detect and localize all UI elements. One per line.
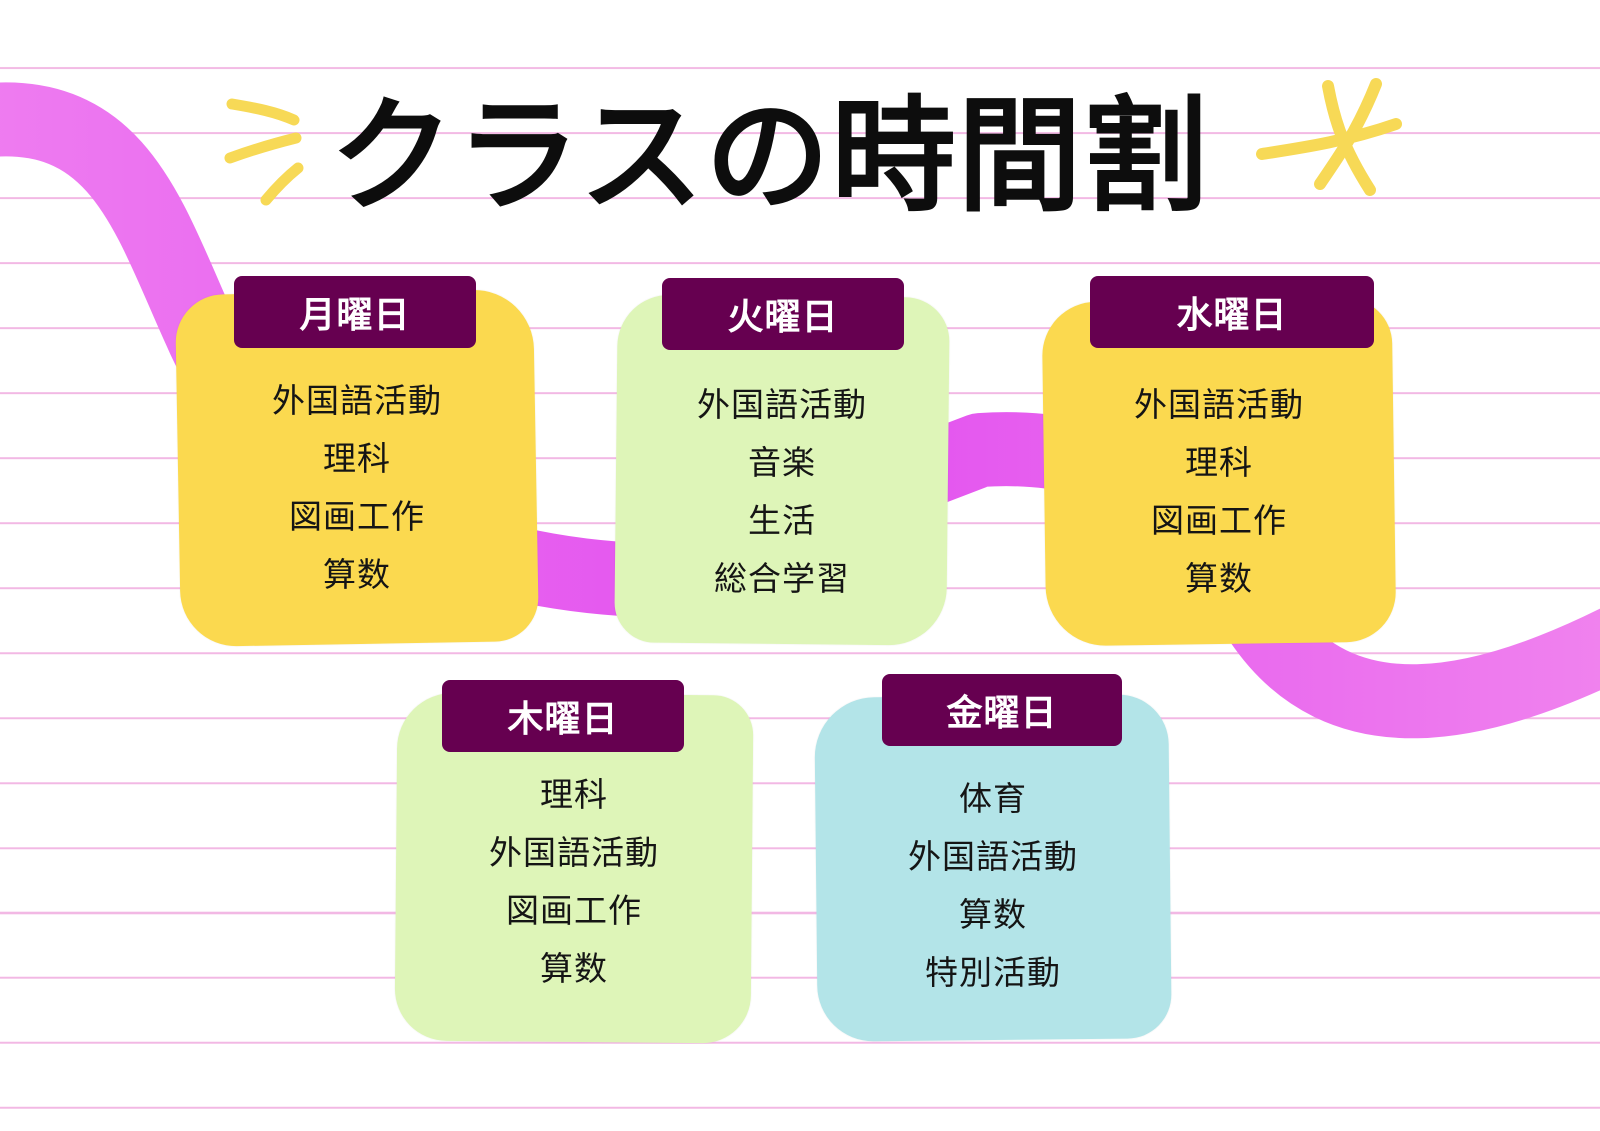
day-tab-monday: 月曜日 xyxy=(234,276,476,348)
subject-list: 体育 外国語活動 算数 特別活動 xyxy=(816,770,1170,1002)
subject-item: 図画工作 xyxy=(1151,501,1287,540)
page-title: クラスの時間割 xyxy=(330,85,1210,229)
sparkle-lines-icon xyxy=(224,98,304,206)
subject-item: 外国語活動 xyxy=(1134,385,1304,424)
subject-item: 算数 xyxy=(1185,559,1253,598)
subject-item: 理科 xyxy=(323,439,391,478)
star-burst-icon xyxy=(1256,78,1402,196)
subject-item: 外国語活動 xyxy=(697,385,867,424)
subject-item: 算数 xyxy=(323,555,391,594)
subject-list: 外国語活動 音楽 生活 総合学習 xyxy=(616,376,948,608)
subject-item: 算数 xyxy=(540,949,608,988)
day-tab-friday: 金曜日 xyxy=(882,674,1122,746)
subject-item: 体育 xyxy=(959,779,1027,818)
day-tab-tuesday: 火曜日 xyxy=(662,278,904,350)
subject-item: 外国語活動 xyxy=(489,833,659,872)
subject-item: 理科 xyxy=(1185,443,1253,482)
subject-item: 生活 xyxy=(748,501,816,540)
subject-list: 理科 外国語活動 図画工作 算数 xyxy=(396,766,752,998)
subject-item: 総合学習 xyxy=(714,559,850,598)
day-tab-wednesday: 水曜日 xyxy=(1090,276,1374,348)
subject-item: 外国語活動 xyxy=(908,837,1078,876)
day-card-wednesday: 水曜日 外国語活動 理科 図画工作 算数 xyxy=(1041,276,1397,647)
day-card-friday: 金曜日 体育 外国語活動 算数 特別活動 xyxy=(814,674,1172,1042)
subject-item: 外国語活動 xyxy=(272,381,442,420)
subject-item: 図画工作 xyxy=(506,891,642,930)
subject-item: 図画工作 xyxy=(289,497,425,536)
subject-item: 特別活動 xyxy=(925,953,1061,992)
subject-item: 算数 xyxy=(959,895,1027,934)
day-card-tuesday: 火曜日 外国語活動 音楽 生活 総合学習 xyxy=(614,278,950,646)
subject-item: 音楽 xyxy=(748,443,816,482)
subject-item: 理科 xyxy=(540,775,608,814)
subject-list: 外国語活動 理科 図画工作 算数 xyxy=(1044,376,1394,608)
day-card-thursday: 木曜日 理科 外国語活動 図画工作 算数 xyxy=(394,680,754,1044)
day-tab-thursday: 木曜日 xyxy=(442,680,684,752)
day-card-monday: 月曜日 外国語活動 理科 図画工作 算数 xyxy=(174,276,540,648)
subject-list: 外国語活動 理科 図画工作 算数 xyxy=(178,372,536,604)
